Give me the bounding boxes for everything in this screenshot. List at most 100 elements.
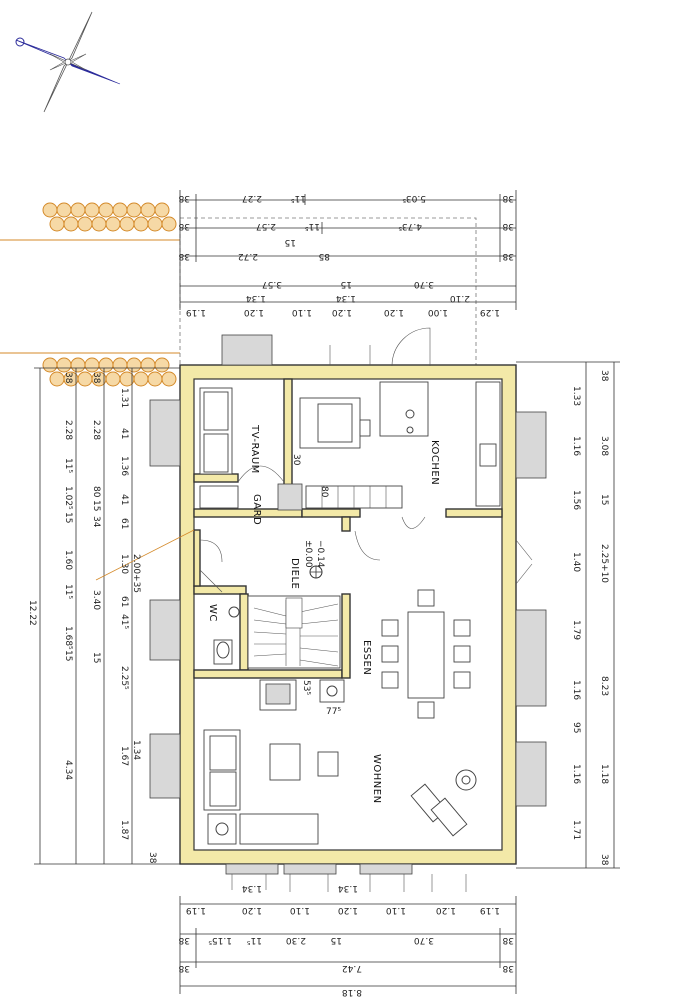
svg-text:1.34: 1.34 xyxy=(131,740,141,760)
svg-text:15: 15 xyxy=(91,652,101,663)
svg-text:11⁵: 11⁵ xyxy=(305,221,320,231)
svg-text:1.67: 1.67 xyxy=(119,746,129,766)
svg-text:8.18: 8.18 xyxy=(342,987,362,997)
svg-text:2.57: 2.57 xyxy=(256,221,276,231)
svg-text:1.34: 1.34 xyxy=(242,883,262,893)
svg-text:1.18: 1.18 xyxy=(599,764,609,784)
level-minus: −0.14 xyxy=(315,540,325,568)
svg-text:3.70: 3.70 xyxy=(414,279,434,289)
inner-label: 80 xyxy=(319,486,329,498)
svg-text:38: 38 xyxy=(178,935,190,945)
right-dimension-texts: 1.33 1.16 1.56 1.40 1.79 1.16 95 1.16 1.… xyxy=(571,370,609,866)
svg-text:1.19: 1.19 xyxy=(186,307,206,317)
log-pile-icon xyxy=(0,202,180,387)
svg-text:61: 61 xyxy=(119,518,129,529)
svg-text:1.02⁵: 1.02⁵ xyxy=(63,486,73,510)
svg-text:1.20: 1.20 xyxy=(436,905,456,915)
svg-text:1.56: 1.56 xyxy=(571,490,581,510)
svg-text:12.22: 12.22 xyxy=(27,600,37,626)
furniture xyxy=(199,381,501,845)
svg-text:11⁵: 11⁵ xyxy=(63,458,73,473)
window-shutters xyxy=(149,334,547,875)
room-label-kochen: KOCHEN xyxy=(429,440,440,485)
room-label-wc: WC xyxy=(207,604,218,622)
svg-text:5.03⁵: 5.03⁵ xyxy=(402,193,426,203)
svg-text:1.31: 1.31 xyxy=(119,388,129,408)
svg-text:38: 38 xyxy=(599,370,609,382)
top-dimension-texts: 38 2.27 11⁵ 5.03⁵ 38 38 2.57 11⁵ 4.73⁵ 3… xyxy=(178,193,514,317)
svg-text:1.34: 1.34 xyxy=(338,883,358,893)
svg-text:1.15⁵: 1.15⁵ xyxy=(208,935,232,945)
svg-text:38: 38 xyxy=(502,935,514,945)
svg-text:1.20: 1.20 xyxy=(242,905,262,915)
svg-text:1.60: 1.60 xyxy=(63,550,73,570)
svg-text:2.28: 2.28 xyxy=(91,420,101,440)
doors xyxy=(199,327,533,892)
svg-text:1.29: 1.29 xyxy=(480,307,500,317)
svg-text:11⁵: 11⁵ xyxy=(247,935,262,945)
svg-text:38: 38 xyxy=(599,854,609,866)
bottom-dimension-lines xyxy=(179,896,517,994)
room-label-tv-raum: TV-RAUM xyxy=(249,424,260,474)
svg-text:2.27: 2.27 xyxy=(242,193,262,203)
svg-text:1.20: 1.20 xyxy=(338,905,358,915)
right-dimension-lines xyxy=(516,361,620,869)
svg-text:15: 15 xyxy=(63,650,73,661)
svg-text:1.10: 1.10 xyxy=(386,905,406,915)
svg-text:1.79: 1.79 xyxy=(571,620,581,640)
level-plus: ±0.00 xyxy=(303,540,313,568)
staircase xyxy=(247,595,341,669)
svg-text:3.08: 3.08 xyxy=(599,436,609,456)
svg-text:1.34: 1.34 xyxy=(336,293,356,303)
svg-text:2.00+35: 2.00+35 xyxy=(131,554,141,593)
room-label-gard: GARD xyxy=(251,494,262,525)
svg-text:1.16: 1.16 xyxy=(571,764,581,784)
svg-text:15: 15 xyxy=(331,935,342,945)
room-label-wohnen: WOHNEN xyxy=(371,754,382,804)
svg-text:1.16: 1.16 xyxy=(571,680,581,700)
svg-text:4.73⁵: 4.73⁵ xyxy=(398,221,422,231)
svg-text:41: 41 xyxy=(119,428,129,439)
svg-text:1.19: 1.19 xyxy=(186,905,206,915)
left-dimension-lines xyxy=(34,367,195,865)
svg-text:2.72: 2.72 xyxy=(238,251,258,261)
svg-text:11⁵: 11⁵ xyxy=(63,584,73,599)
svg-text:15: 15 xyxy=(91,500,101,511)
svg-text:1.10: 1.10 xyxy=(290,905,310,915)
svg-text:15: 15 xyxy=(63,512,73,523)
svg-text:1.33: 1.33 xyxy=(571,386,581,406)
svg-text:8.23: 8.23 xyxy=(599,676,609,696)
svg-text:3.40: 3.40 xyxy=(91,590,101,610)
svg-text:11⁵: 11⁵ xyxy=(291,193,306,203)
svg-text:38: 38 xyxy=(502,251,514,261)
svg-text:1.00: 1.00 xyxy=(428,307,448,317)
svg-text:2.25+10: 2.25+10 xyxy=(599,544,609,583)
compass-rose-icon xyxy=(15,11,121,113)
svg-text:2.10: 2.10 xyxy=(450,293,470,303)
inner-label: 30 xyxy=(291,454,301,466)
svg-text:41: 41 xyxy=(119,494,129,505)
svg-text:2.30: 2.30 xyxy=(286,935,306,945)
svg-text:85: 85 xyxy=(319,251,330,261)
inner-label: 53⁵ xyxy=(301,680,311,695)
svg-text:1.16: 1.16 xyxy=(571,436,581,456)
svg-text:38: 38 xyxy=(63,372,73,384)
svg-text:1.20: 1.20 xyxy=(244,307,264,317)
svg-text:38: 38 xyxy=(502,221,514,231)
svg-text:7.42: 7.42 xyxy=(342,963,362,973)
svg-text:1.40: 1.40 xyxy=(571,552,581,572)
svg-text:1.30: 1.30 xyxy=(119,554,129,574)
svg-text:1.19: 1.19 xyxy=(480,905,500,915)
svg-text:38: 38 xyxy=(178,251,190,261)
svg-text:38: 38 xyxy=(178,963,190,973)
bottom-dimension-texts: 1.34 1.34 1.19 1.20 1.10 1.20 1.10 1.20 … xyxy=(178,883,514,997)
svg-text:15: 15 xyxy=(285,237,296,247)
svg-text:38: 38 xyxy=(91,372,101,384)
svg-text:2.25⁵: 2.25⁵ xyxy=(119,666,129,690)
left-dimension-texts: 38 2.28 11⁵ 1.02⁵ 15 1.60 11⁵ 1.68⁵ 15 3… xyxy=(27,372,157,864)
svg-text:1.20: 1.20 xyxy=(332,307,352,317)
svg-text:1.34: 1.34 xyxy=(246,293,266,303)
svg-text:3.57: 3.57 xyxy=(262,279,282,289)
svg-text:38: 38 xyxy=(178,221,190,231)
